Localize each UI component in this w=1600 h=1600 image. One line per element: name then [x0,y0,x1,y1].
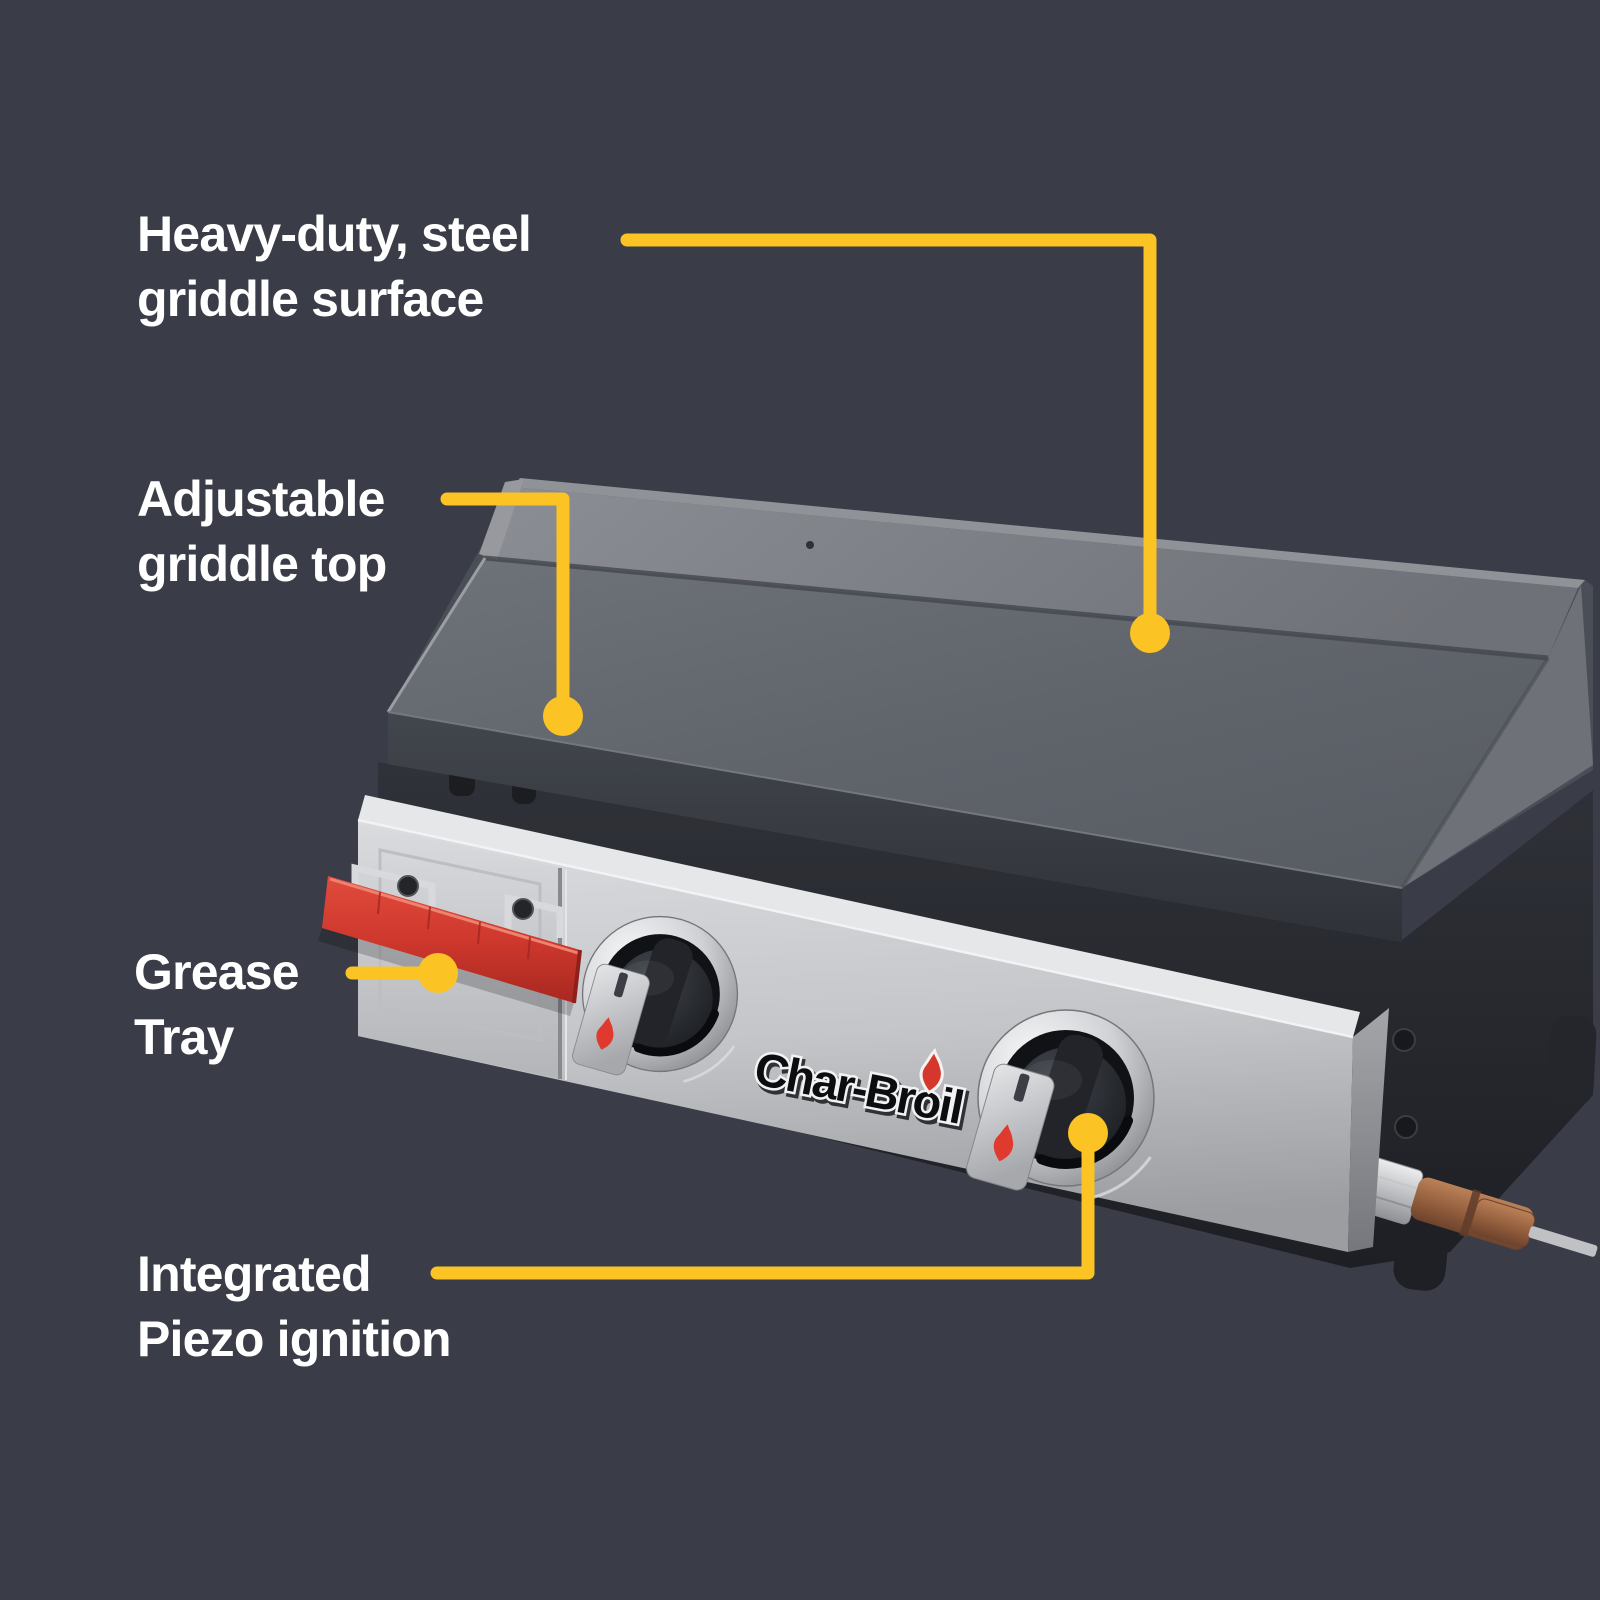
label-line: griddle surface [137,271,484,327]
callout-label-griddle-surface: Heavy-duty, steel griddle surface [137,202,532,332]
callout-dot-grease-tray [418,953,458,993]
tray-bracket [504,893,564,938]
callout-label-piezo: Integrated Piezo ignition [137,1242,452,1372]
panel-top-face [358,795,1360,1037]
body-bolt [1392,1028,1416,1052]
label-line: Piezo ignition [137,1311,452,1367]
callout-line-piezo [430,1126,1095,1280]
callout-dot-griddle-surface [1130,613,1170,653]
wall-hole [806,541,814,549]
tray-screw [397,875,419,897]
label-line: Adjustable [137,471,385,527]
griddle-top [386,478,1593,942]
panel-side-face [1348,1008,1389,1252]
griddle-right-wall [1402,585,1593,888]
griddle-back-wall [485,487,1578,658]
tray-screw [512,898,534,920]
grease-tray-handle [322,876,580,1003]
label-line: Grease [134,944,300,1000]
callout-line-griddle-surface [620,233,1157,640]
label-line: griddle top [137,536,387,592]
body-bolt [1394,1115,1418,1139]
label-line: Integrated [137,1246,372,1302]
callout-dot-griddle-top [543,696,583,736]
callout-label-grease-tray: Grease Tray [134,940,300,1070]
griddle-surface [388,558,1548,888]
label-line: Heavy-duty, steel [137,206,532,262]
griddle-wall-top-edge [513,478,1585,588]
grease-tray-inset [378,848,542,1042]
griddle-front-edge [388,712,1402,942]
callout-label-griddle-top: Adjustable griddle top [137,467,387,597]
label-line: Tray [134,1009,234,1065]
callout-line-griddle-top [440,492,570,723]
leg-rear-right [1547,1015,1597,1107]
callout-dot-piezo [1068,1113,1108,1153]
callout-dots [418,613,1170,1153]
